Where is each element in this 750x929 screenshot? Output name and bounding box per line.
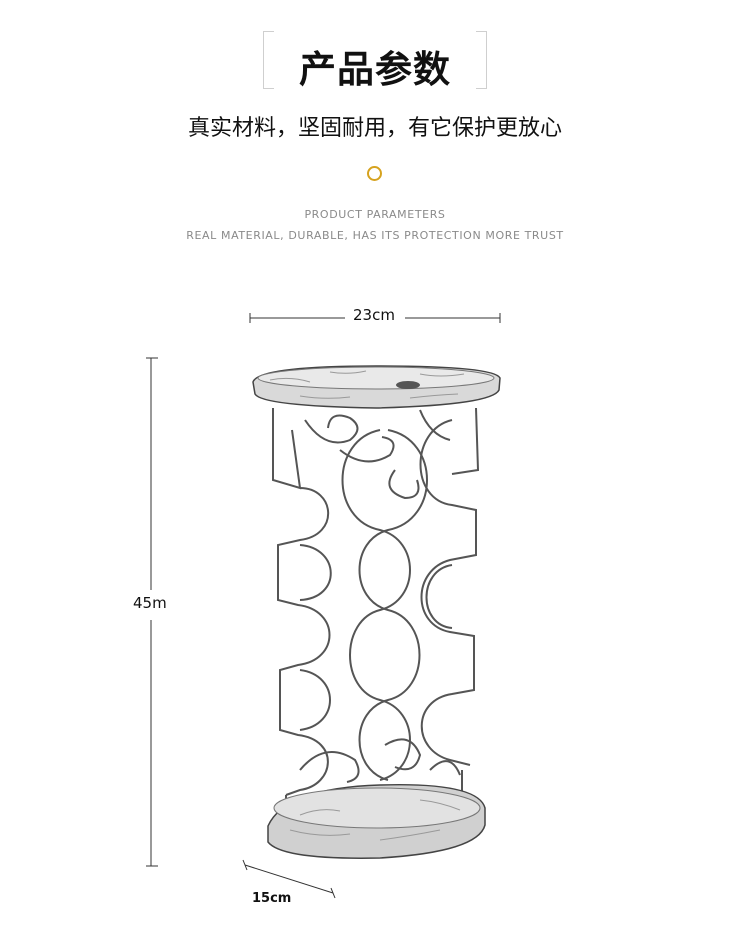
- title-bracket-right: [476, 31, 487, 89]
- rack-frame: [272, 407, 480, 830]
- bottom-base: [267, 783, 486, 859]
- width-dimension-line: [249, 313, 501, 323]
- height-label: 45m: [133, 594, 167, 612]
- accent-circle-icon: [367, 166, 382, 181]
- width-label: 23cm: [349, 306, 399, 324]
- depth-label: 15cm: [252, 891, 292, 906]
- page-title: 产品参数: [299, 48, 451, 91]
- title-frame: 产品参数: [263, 31, 487, 91]
- english-title: PRODUCT PARAMETERS: [304, 208, 446, 221]
- english-subtitle: REAL MATERIAL, DURABLE, HAS ITS PROTECTI…: [186, 229, 564, 242]
- height-dimension-line: [146, 357, 158, 867]
- page-subtitle: 真实材料，坚固耐用，有它保护更放心: [187, 116, 562, 141]
- depth-dimension-line: [242, 859, 336, 899]
- top-slab: [252, 365, 501, 409]
- wine-rack-sketch: [252, 365, 501, 859]
- title-bracket-left: [263, 31, 274, 89]
